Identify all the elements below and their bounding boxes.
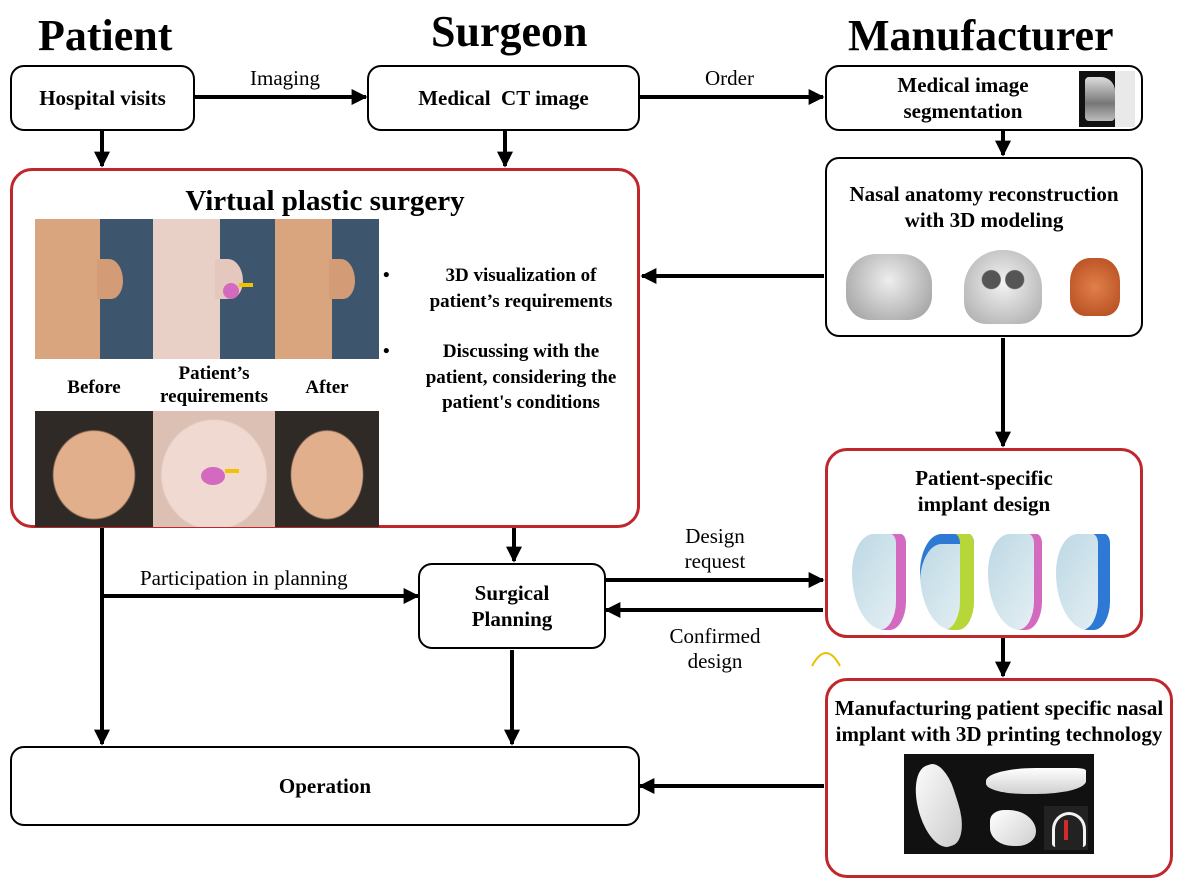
operation-label: Operation (278, 773, 372, 798)
edge-label-confirmed-design: Confirmed design (669, 624, 761, 674)
before-profile-photo (35, 219, 153, 359)
printed-implant-large (906, 759, 970, 852)
printed-implant-side (986, 767, 1086, 794)
caption-requirements: Patient’s requirements (159, 363, 268, 407)
bullet-text: 3D visualization of patient’s requiremen… (429, 265, 613, 312)
printed-implant-annotated (1044, 805, 1088, 850)
bullet-text: Discussing with the patient, considering… (425, 341, 617, 414)
surgical-planning-box: Surgical Planning (418, 563, 606, 649)
nasal-bone-model-image (1070, 257, 1120, 316)
implant-design-image-1 (852, 533, 906, 630)
implant-design-box: Patient-specific implant design (825, 448, 1143, 638)
implant-design-images (834, 533, 1134, 630)
implant-design-image-3 (988, 533, 1042, 630)
edge-label-participation: Participation in planning (140, 566, 348, 590)
segmentation-label: Medical image segmentation (897, 72, 1029, 123)
operation-box: Operation (10, 746, 640, 826)
segmentation-box: Medical image segmentation (825, 65, 1143, 131)
patient-column-heading: Patient (38, 11, 173, 60)
edge-label-order: Order (705, 66, 754, 90)
requirements-frontal-photo (153, 411, 275, 527)
medical-ct-image-label: Medical CT image (418, 85, 589, 110)
ct-slice-image (1079, 71, 1135, 127)
caption-after: After (305, 377, 349, 398)
face-model-image (846, 253, 932, 320)
reconstruction-label: Nasal anatomy reconstruction with 3D mod… (849, 182, 1119, 233)
virtual-plastic-surgery-box: Virtual plastic surgery Before Patient’s… (10, 168, 640, 528)
requirements-profile-photo (153, 219, 275, 359)
surgeon-column-heading: Surgeon (431, 7, 588, 56)
printed-implant-top (990, 809, 1036, 846)
edge-label-design-request: Design request (684, 524, 746, 574)
yellow-arc-mark (811, 652, 841, 667)
skull-model-image (964, 249, 1042, 324)
after-profile-photo (275, 219, 379, 359)
implant-design-image-2 (920, 533, 974, 630)
hospital-visits-label: Hospital visits (39, 85, 166, 110)
manufacturing-box: Manufacturing patient specific nasal imp… (825, 678, 1173, 878)
manufacturer-column-heading: Manufacturer (848, 11, 1114, 60)
reconstruction-images (834, 248, 1134, 328)
caption-before: Before (67, 377, 121, 398)
implant-design-image-4 (1056, 533, 1110, 630)
edge-label-imaging: Imaging (250, 66, 320, 90)
manufacturing-label: Manufacturing patient specific nasal imp… (834, 696, 1164, 747)
bullet-item: •3D visualization of patient’s requireme… (383, 265, 613, 312)
surgical-planning-label: Surgical Planning (471, 580, 553, 631)
implant-design-label: Patient-specific implant design (915, 466, 1053, 517)
before-frontal-photo (35, 411, 153, 527)
after-frontal-photo (275, 411, 379, 527)
reconstruction-box: Nasal anatomy reconstruction with 3D mod… (825, 157, 1143, 337)
hospital-visits-box: Hospital visits (10, 65, 195, 131)
virtual-plastic-surgery-title: Virtual plastic surgery (185, 185, 465, 217)
printed-implant-photos (904, 753, 1094, 854)
medical-ct-image-box: Medical CT image (367, 65, 640, 131)
bullet-item: •Discussing with the patient, considerin… (383, 341, 617, 414)
